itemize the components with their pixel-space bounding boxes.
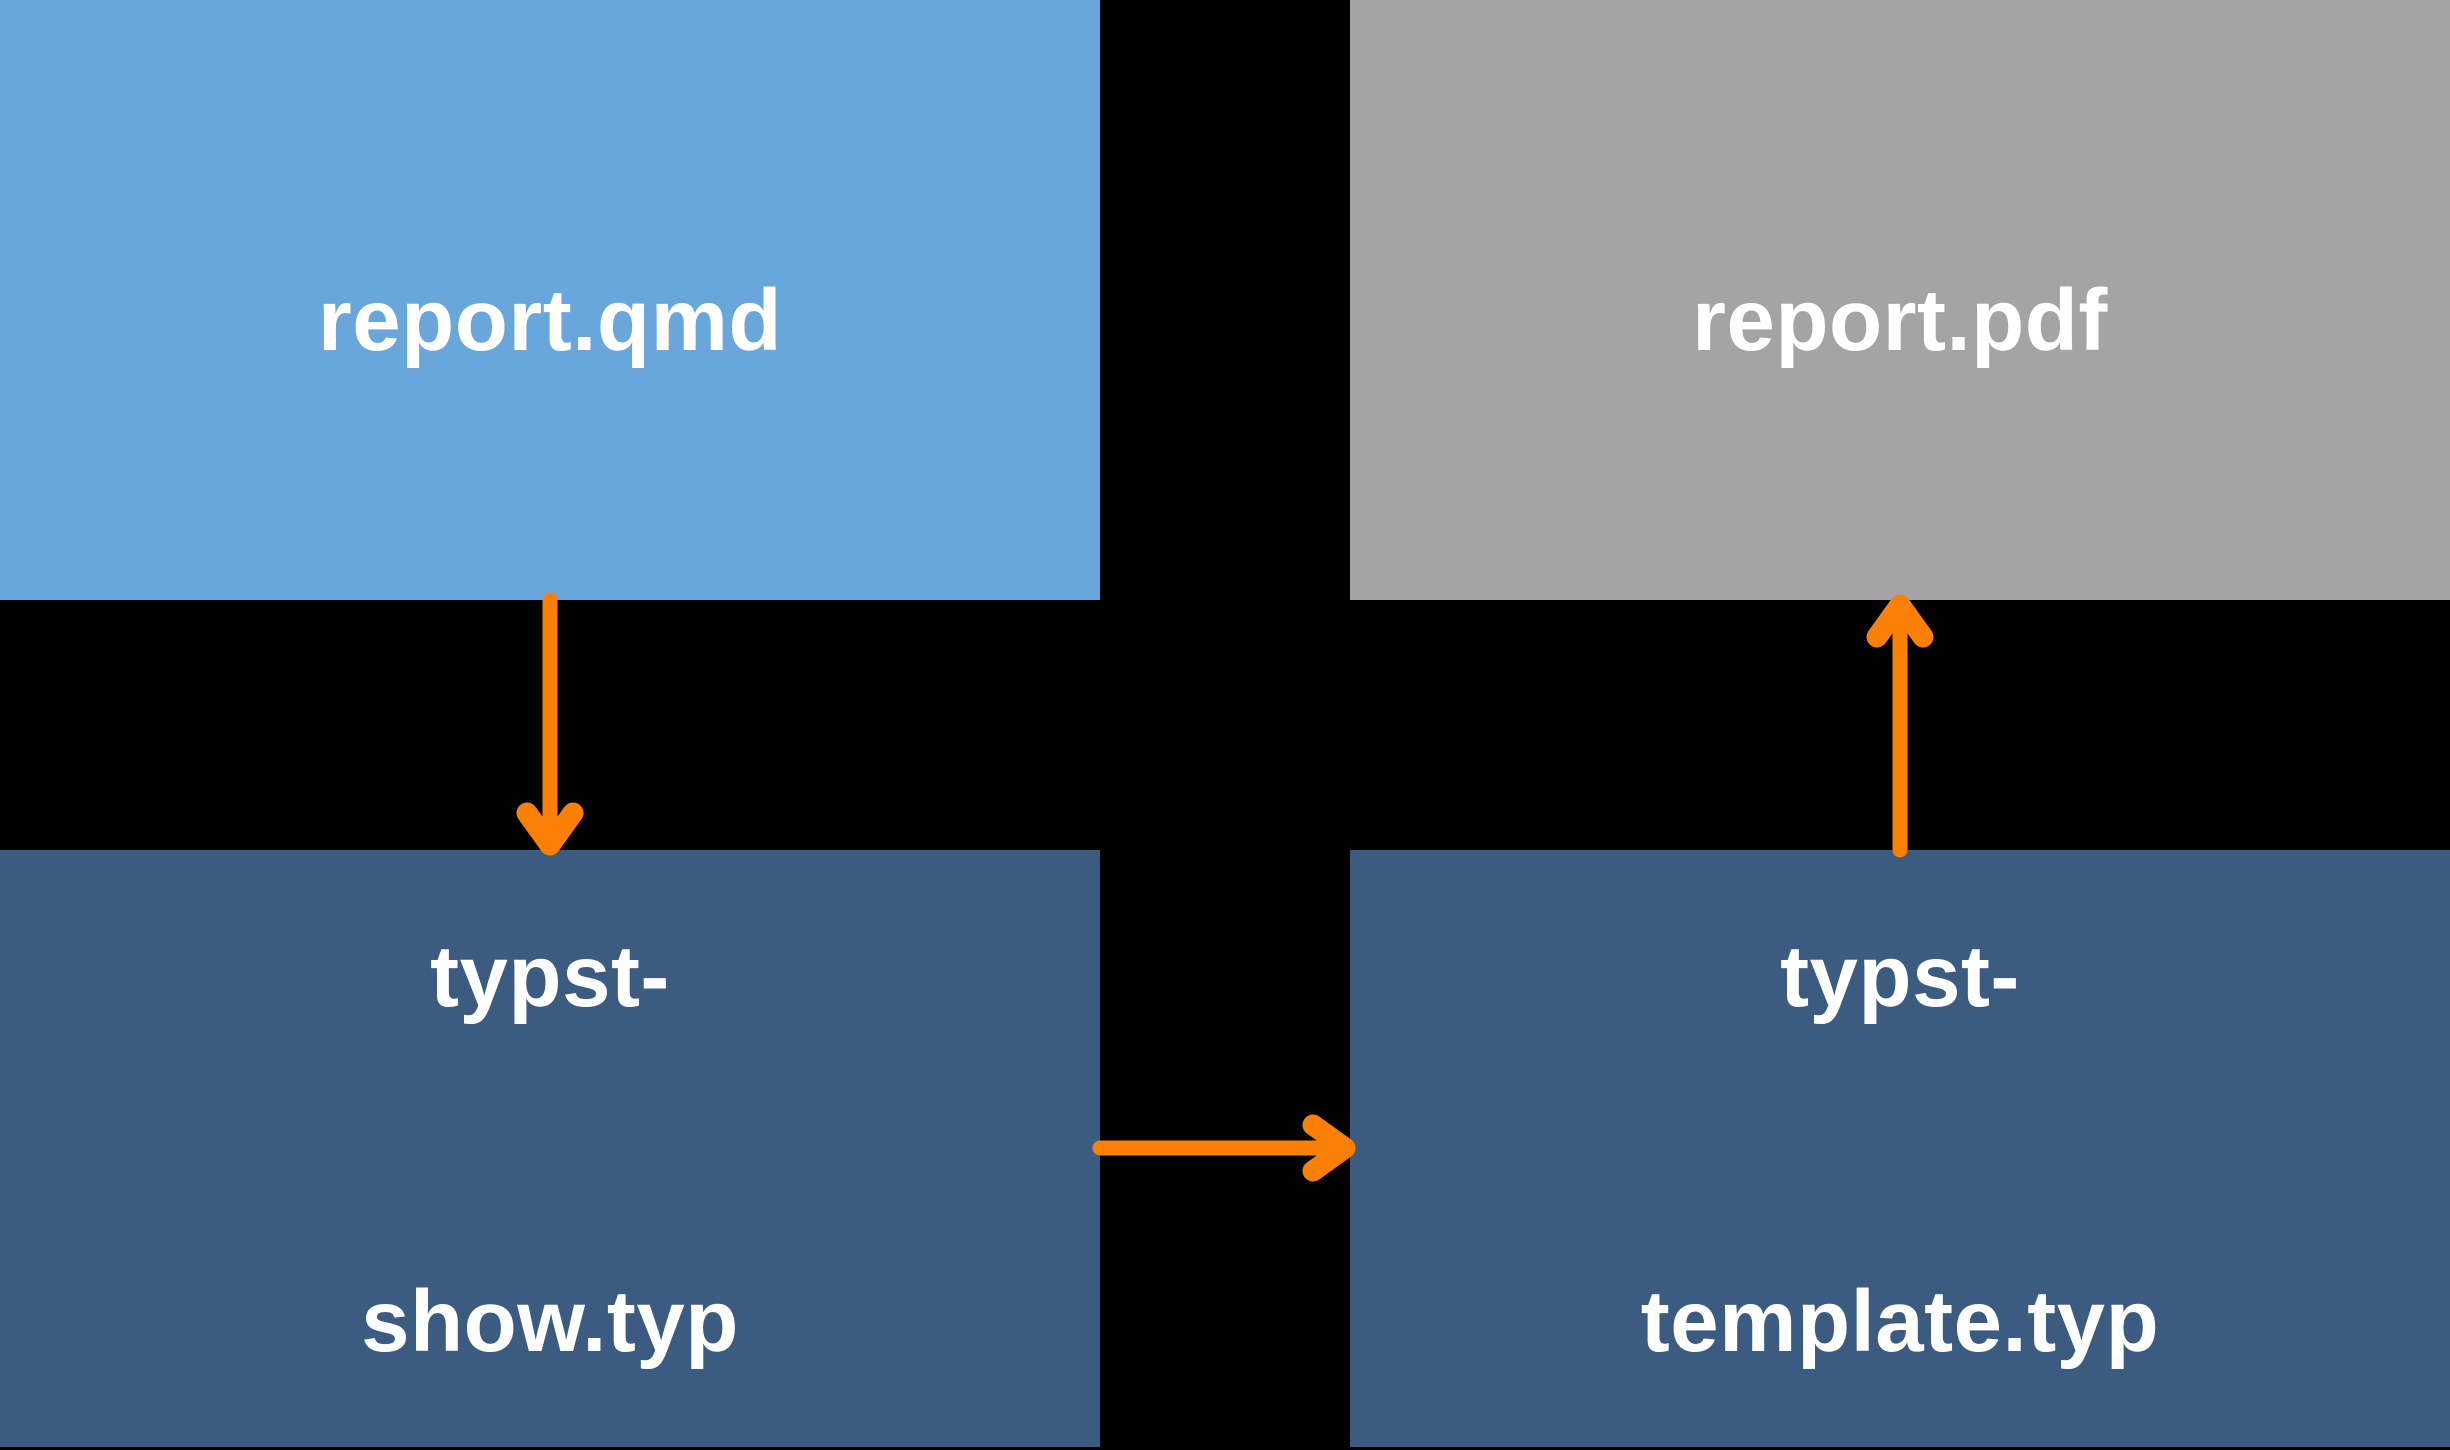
node-typst-show-label: typst- show.typ <box>361 689 739 1450</box>
node-typst-template-label-line1: typst- <box>1780 927 2020 1025</box>
arrow-typst-template-to-pdf-head-icon <box>1866 594 1934 648</box>
node-report-pdf: report.pdf <box>1350 0 2450 600</box>
node-typst-template: typst- template.typ <box>1350 850 2450 1447</box>
node-typst-template-label: typst- template.typ <box>1641 689 2159 1450</box>
arrow-typst-show-to-typst-template <box>1092 1114 1356 1182</box>
node-typst-template-label-line2: template.typ <box>1640 1272 2160 1370</box>
node-report-qmd-label: report.qmd <box>317 271 783 369</box>
node-typst-show-label-line1: typst- <box>430 927 670 1025</box>
node-typst-show: typst- show.typ <box>0 850 1100 1447</box>
node-report-pdf-label: report.pdf <box>1692 271 2108 369</box>
node-typst-show-label-line2: show.typ <box>361 1272 739 1370</box>
arrow-typst-show-to-typst-template-head-icon <box>1302 1114 1356 1182</box>
node-report-qmd: report.qmd <box>0 0 1100 600</box>
